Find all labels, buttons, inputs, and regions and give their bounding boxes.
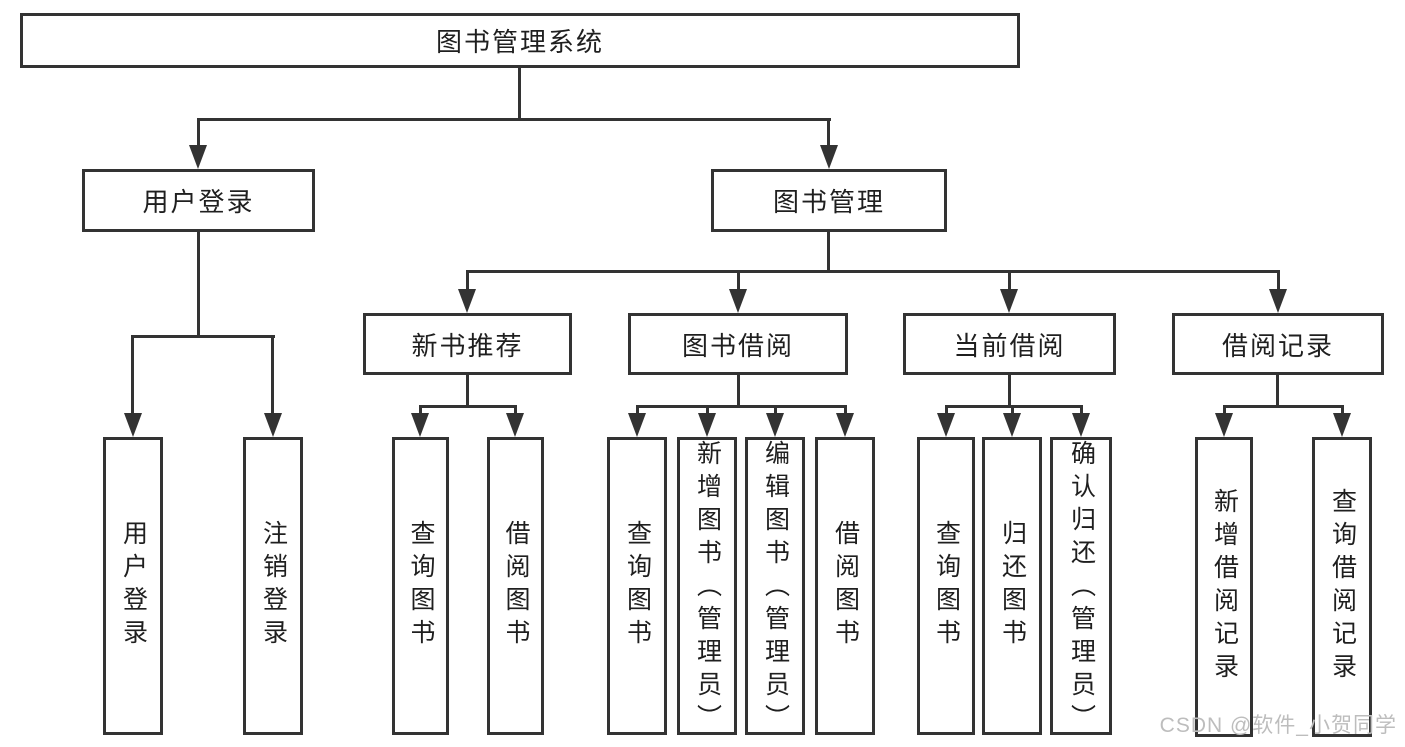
leaf-user-login-label: 用户登录	[119, 520, 148, 652]
connector-arrow-shaft	[737, 270, 740, 295]
connector-current-borrow-stem	[1008, 375, 1011, 408]
node-borrow-record-label: 借阅记录	[1221, 330, 1334, 361]
arrow-down-icon	[458, 289, 476, 313]
connector-borrow-record-branch	[1223, 405, 1344, 408]
leaf-add-borrow-record: 新增借阅记录	[1195, 437, 1253, 737]
leaf-borrow-book-2-label: 借阅图书	[831, 520, 860, 652]
connector-arrow-shaft	[271, 335, 274, 419]
connector-current-borrow-branch	[945, 405, 1083, 408]
node-current-borrow-label: 当前借阅	[953, 330, 1066, 361]
leaf-confirm-return-admin-label: 确认归还（管理员）	[1067, 440, 1096, 737]
connector-root-branch	[197, 118, 831, 121]
connector-arrow-shaft	[774, 405, 777, 419]
leaf-user-login: 用户登录	[103, 437, 163, 735]
node-user-login-label: 用户登录	[142, 187, 255, 217]
leaf-edit-book-admin-label: 编辑图书（管理员）	[761, 440, 790, 737]
connector-arrow-shaft	[1080, 405, 1083, 419]
connector-borrow-record-stem	[1276, 375, 1279, 408]
arrow-down-icon	[124, 413, 142, 437]
node-root-label: 图书管理系统	[435, 27, 604, 57]
node-borrow-record: 借阅记录	[1172, 313, 1384, 375]
leaf-query-book-3-label: 查询图书	[932, 520, 961, 652]
arrow-down-icon	[729, 289, 747, 313]
leaf-query-book-3: 查询图书	[917, 437, 975, 735]
leaf-query-borrow-record-label: 查询借阅记录	[1328, 488, 1357, 686]
connector-book-management-stem	[827, 232, 830, 272]
arrow-down-icon	[1215, 413, 1233, 437]
leaf-add-borrow-record-label: 新增借阅记录	[1210, 488, 1239, 686]
arrow-down-icon	[1269, 289, 1287, 313]
connector-arrow-shaft	[1341, 405, 1344, 419]
leaf-confirm-return-admin: 确认归还（管理员）	[1050, 437, 1112, 737]
arrow-down-icon	[1072, 413, 1090, 437]
connector-arrow-shaft	[1008, 270, 1011, 295]
connector-arrow-shaft	[131, 335, 134, 419]
connector-new-book-branch	[419, 405, 517, 408]
connector-user-login-stem	[197, 232, 200, 338]
connector-arrow-shaft	[514, 405, 517, 419]
leaf-add-book-admin: 新增图书（管理员）	[677, 437, 737, 737]
leaf-edit-book-admin: 编辑图书（管理员）	[745, 437, 805, 737]
arrow-down-icon	[506, 413, 524, 437]
leaf-logout: 注销登录	[243, 437, 303, 735]
leaf-add-book-admin-label: 新增图书（管理员）	[693, 440, 722, 737]
connector-book-management-branch	[466, 270, 1280, 273]
leaf-borrow-book-1-label: 借阅图书	[502, 520, 530, 652]
leaf-borrow-book-2: 借阅图书	[815, 437, 875, 735]
connector-arrow-shaft	[636, 405, 639, 419]
leaf-query-book-1: 查询图书	[392, 437, 449, 735]
leaf-logout-label: 注销登录	[259, 520, 288, 652]
leaf-return-book-label: 归还图书	[998, 520, 1027, 652]
leaf-return-book: 归还图书	[982, 437, 1042, 735]
arrow-down-icon	[411, 413, 429, 437]
connector-arrow-shaft	[706, 405, 709, 419]
node-new-book-recommend-label: 新书推荐	[411, 330, 524, 361]
arrow-down-icon	[1333, 413, 1351, 437]
leaf-borrow-book-1: 借阅图书	[487, 437, 544, 735]
arrow-down-icon	[1000, 289, 1018, 313]
connector-book-borrow-stem	[737, 375, 740, 408]
arrow-down-icon	[766, 413, 784, 437]
csdn-watermark: CSDN @软件_小贺同学	[1159, 714, 1397, 737]
node-book-borrow-label: 图书借阅	[681, 330, 794, 361]
connector-arrow-shaft	[1011, 405, 1014, 419]
connector-arrow-shaft	[1277, 270, 1280, 295]
arrow-down-icon	[628, 413, 646, 437]
connector-arrow-shaft	[945, 405, 948, 419]
node-root: 图书管理系统	[20, 13, 1020, 68]
leaf-query-book-2: 查询图书	[607, 437, 667, 735]
connector-arrow-shaft	[197, 118, 200, 151]
node-book-management: 图书管理	[711, 169, 947, 232]
node-book-management-label: 图书管理	[772, 187, 885, 217]
connector-arrow-shaft	[466, 270, 469, 295]
connector-book-borrow-branch	[636, 405, 847, 408]
arrow-down-icon	[820, 145, 838, 169]
connector-arrow-shaft	[419, 405, 422, 419]
node-new-book-recommend: 新书推荐	[363, 313, 572, 375]
leaf-query-book-1-label: 查询图书	[407, 520, 435, 652]
arrow-down-icon	[1003, 413, 1021, 437]
leaf-query-borrow-record: 查询借阅记录	[1312, 437, 1372, 737]
node-user-login: 用户登录	[82, 169, 315, 232]
connector-arrow-shaft	[827, 118, 830, 151]
connector-arrow-shaft	[1223, 405, 1226, 419]
arrow-down-icon	[698, 413, 716, 437]
node-book-borrow: 图书借阅	[628, 313, 848, 375]
arrow-down-icon	[189, 145, 207, 169]
connector-root-stem	[518, 68, 521, 120]
leaf-query-book-2-label: 查询图书	[623, 520, 652, 652]
arrow-down-icon	[937, 413, 955, 437]
connector-new-book-stem	[466, 375, 469, 408]
connector-user-login-branch	[131, 335, 275, 338]
arrow-down-icon	[264, 413, 282, 437]
connector-arrow-shaft	[844, 405, 847, 419]
node-current-borrow: 当前借阅	[903, 313, 1116, 375]
arrow-down-icon	[836, 413, 854, 437]
